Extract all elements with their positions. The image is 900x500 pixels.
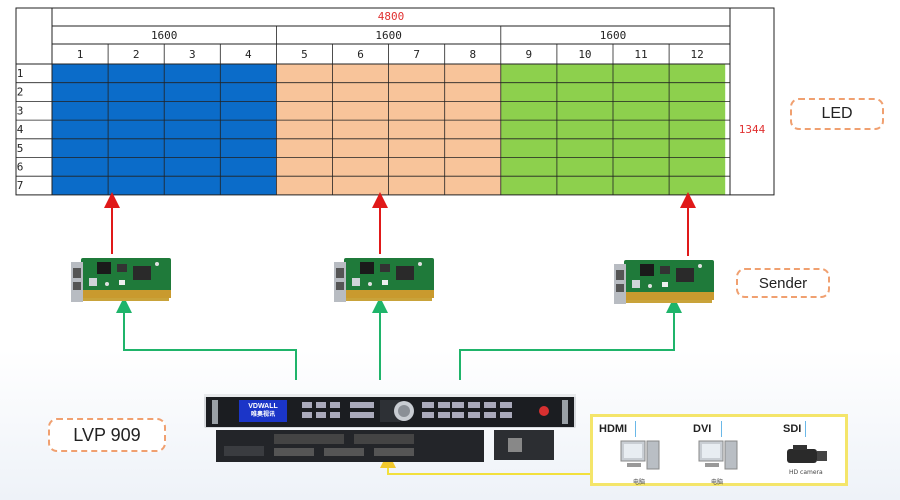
- row-label-6: 6: [17, 161, 24, 174]
- source-label-hdmi: HDMI: [599, 423, 628, 435]
- source-label-sdi: SDI: [783, 423, 802, 435]
- column-label-5: 5: [301, 48, 308, 61]
- row-label-1: 1: [17, 67, 24, 80]
- row-label-2: 2: [17, 86, 24, 99]
- sender-label: Sender: [736, 268, 830, 298]
- green-wire-1: [116, 297, 297, 380]
- column-label-10: 10: [578, 48, 591, 61]
- column-label-12: 12: [691, 48, 704, 61]
- column-label-6: 6: [357, 48, 364, 61]
- group-width-label-2: 1600: [375, 29, 402, 42]
- source-caption-dvi: 电脑: [711, 479, 724, 486]
- group-width-label-3: 1600: [600, 29, 627, 42]
- row-label-5: 5: [17, 142, 24, 155]
- column-label-1: 1: [77, 48, 84, 61]
- row-label-4: 4: [17, 123, 24, 136]
- column-label-7: 7: [413, 48, 420, 61]
- source-caption-sdi: HD camera: [789, 469, 823, 476]
- height-label: 1344: [739, 123, 766, 136]
- column-label-8: 8: [469, 48, 476, 61]
- column-label-9: 9: [526, 48, 533, 61]
- sender-card-2: [334, 258, 434, 302]
- row-label-7: 7: [17, 179, 24, 192]
- source-label-dvi: DVI: [693, 423, 712, 435]
- source-caption-hdmi: 电脑: [633, 479, 646, 486]
- column-label-3: 3: [189, 48, 196, 61]
- processor-label: LVP 909: [48, 418, 166, 452]
- sender-card-3: [614, 260, 714, 304]
- green-wire-3: [459, 297, 682, 380]
- row-label-3: 3: [17, 104, 24, 117]
- column-label-4: 4: [245, 48, 252, 61]
- camera-icon: [787, 445, 827, 463]
- column-label-11: 11: [634, 48, 647, 61]
- input-sources-panel: HDMI DVI SDI 电脑 电脑 HD camera: [590, 414, 848, 486]
- computer-icon: [698, 440, 738, 470]
- sender-card-1: [71, 258, 171, 302]
- processor-logo: VDWALL 唯奥视讯: [248, 403, 278, 418]
- source-wire: [380, 452, 590, 475]
- column-label-2: 2: [133, 48, 140, 61]
- group-width-label-1: 1600: [151, 29, 178, 42]
- led-label: LED: [790, 98, 884, 130]
- video-processor: [204, 394, 576, 462]
- total-width-label: 4800: [378, 10, 405, 23]
- computer-icon: [620, 440, 660, 470]
